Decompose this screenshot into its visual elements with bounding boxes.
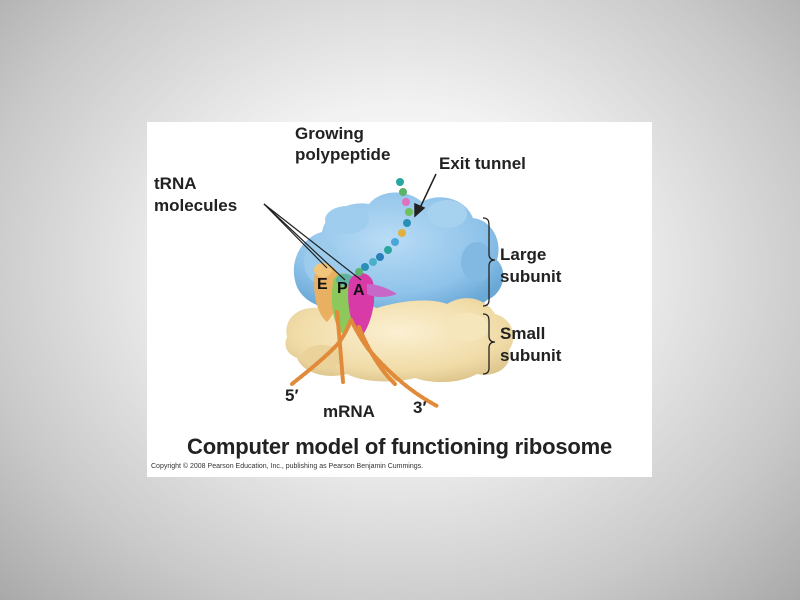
a-site-trna-shape: [348, 273, 397, 338]
mrna-label: mRNA: [323, 402, 375, 421]
p-site-label: P: [337, 280, 348, 297]
small-subunit-label-line2: subunit: [500, 346, 562, 365]
mrna-strand: [290, 310, 439, 408]
trna-label-line1: tRNA: [154, 174, 197, 193]
subunit-brackets: [482, 217, 496, 375]
large-subunit-label-line2: subunit: [500, 267, 562, 286]
three-prime-label: 3′: [413, 398, 427, 417]
growing-polypeptide-label-line1: Growing: [295, 124, 364, 143]
trna-label-line2: molecules: [154, 196, 238, 215]
figure-caption: Computer model of functioning ribosome: [187, 434, 613, 459]
a-site-label: A: [353, 282, 365, 299]
five-prime-label: 5′: [285, 386, 299, 405]
growing-polypeptide-label-line2: polypeptide: [295, 145, 391, 164]
small-subunit-label-line1: Small: [500, 324, 546, 343]
trna-pointer-lines: [263, 203, 362, 281]
exit-tunnel-arrow: [414, 173, 437, 218]
ribosome-illustration: [263, 173, 514, 408]
polypeptide-chain: [355, 178, 413, 276]
large-subunit-label-line1: Large: [500, 245, 547, 264]
ribosome-figure: Growing polypeptide Exit tunnel tRNA mol…: [147, 122, 652, 477]
e-site-label: E: [317, 276, 328, 293]
copyright-notice: Copyright © 2008 Pearson Education, Inc.…: [151, 463, 424, 470]
exit-tunnel-label: Exit tunnel: [439, 154, 526, 173]
e-site-trna-shape: [314, 263, 339, 322]
